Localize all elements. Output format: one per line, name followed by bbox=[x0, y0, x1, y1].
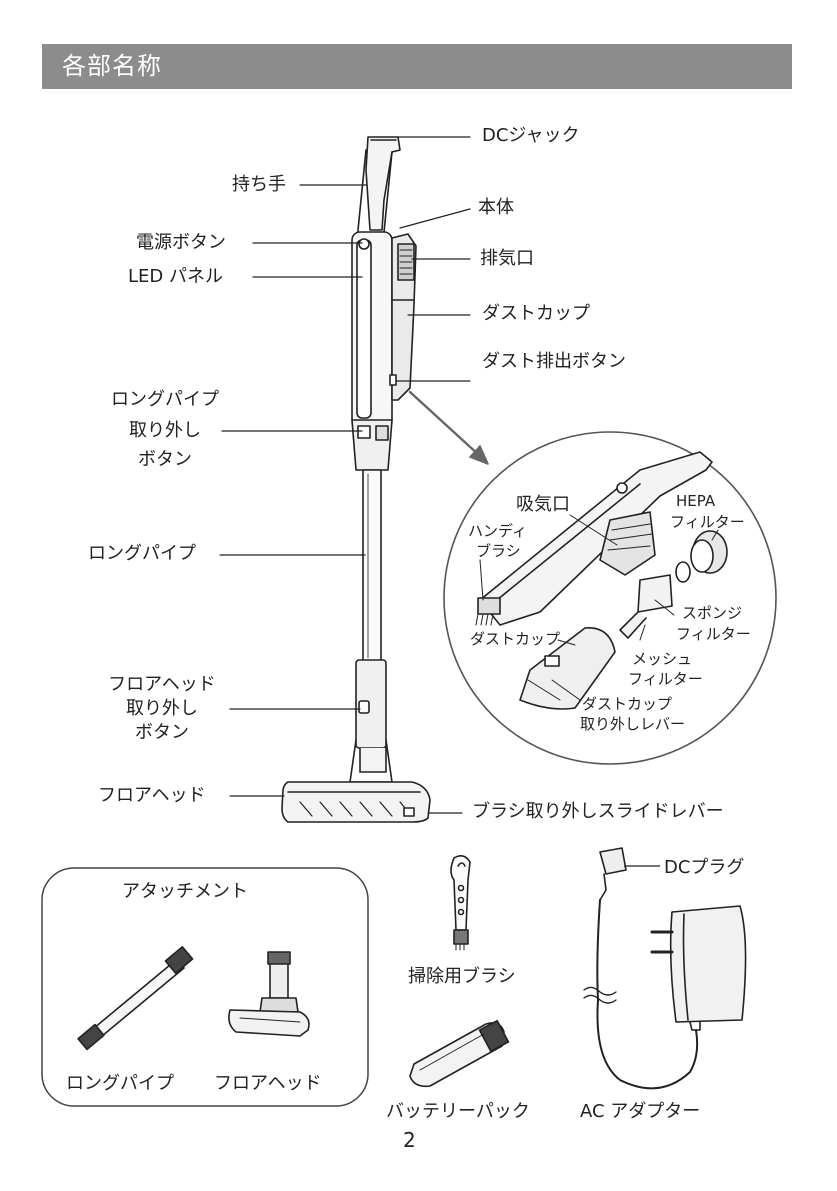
page-number: 2 bbox=[403, 1128, 416, 1152]
